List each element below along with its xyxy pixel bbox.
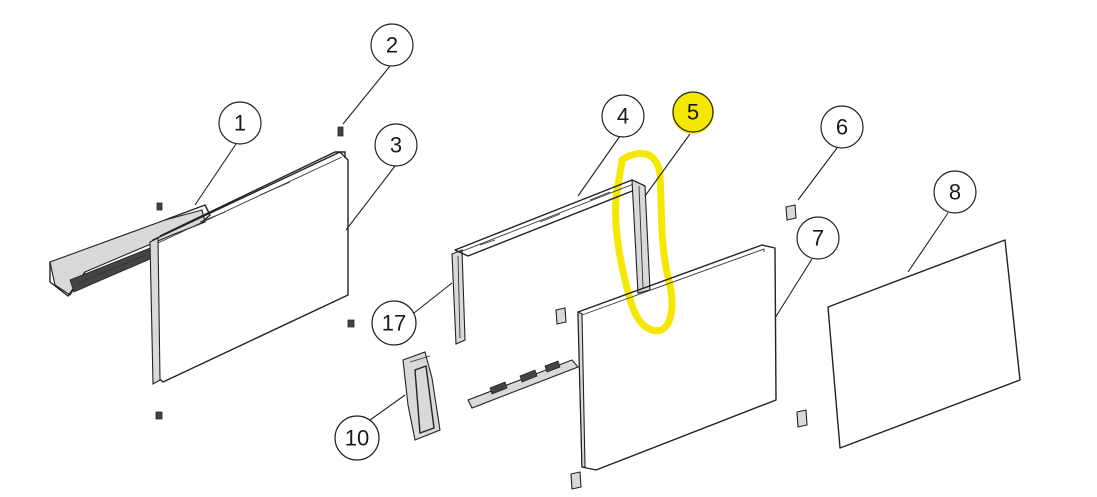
- callout-6: 6: [820, 105, 864, 149]
- callout-6-label: 6: [836, 115, 848, 140]
- callout-5: 5: [672, 91, 714, 133]
- callout-17: 17: [371, 300, 417, 346]
- callout-5-label: 5: [687, 100, 699, 125]
- part-2-screw: [337, 126, 344, 137]
- part-5-side-rail: [631, 179, 651, 294]
- callout-10-label: 10: [345, 426, 369, 451]
- callout-4: 4: [601, 94, 645, 138]
- leader-6: [797, 147, 838, 201]
- leader-7: [774, 258, 813, 319]
- screw-misc-1: [156, 202, 163, 211]
- callout-17-label: 17: [382, 311, 406, 336]
- part-6-spacer: [785, 204, 797, 221]
- spacer-block-c: [570, 471, 582, 490]
- callout-3: 3: [374, 123, 418, 167]
- leader-1: [194, 143, 237, 206]
- callout-2-label: 2: [386, 33, 398, 58]
- screw-misc-2: [347, 319, 355, 328]
- spacer-block-b: [796, 409, 808, 428]
- leader-2: [342, 65, 391, 125]
- callout-3-label: 3: [390, 133, 402, 158]
- part-10-foot-bracket: [402, 351, 441, 441]
- callout-8-label: 8: [949, 180, 961, 205]
- leader-4: [577, 135, 621, 197]
- spacer-block-a: [555, 307, 567, 325]
- part-3-back-panel: [149, 151, 349, 385]
- leader-10: [369, 394, 406, 421]
- part-17-frame-strip: [451, 249, 466, 345]
- callout-2: 2: [370, 23, 414, 67]
- screw-misc-3: [155, 411, 163, 420]
- callout-7-label: 7: [812, 226, 824, 251]
- callout-4-label: 4: [617, 104, 629, 129]
- leader-lines: [194, 65, 949, 421]
- callout-1-label: 1: [234, 111, 246, 136]
- callout-8: 8: [933, 170, 977, 214]
- leader-3: [345, 165, 396, 231]
- part-8-front-film: [827, 239, 1021, 449]
- leader-8: [907, 212, 949, 273]
- callout-10: 10: [334, 415, 380, 461]
- leader-5: [644, 133, 691, 197]
- main-board: [467, 359, 579, 409]
- callout-7: 7: [796, 216, 840, 260]
- callout-1: 1: [218, 101, 262, 145]
- leader-17: [413, 282, 453, 314]
- part-1-rear-bracket: [49, 204, 211, 297]
- part-7-lcd-panel: [577, 244, 777, 471]
